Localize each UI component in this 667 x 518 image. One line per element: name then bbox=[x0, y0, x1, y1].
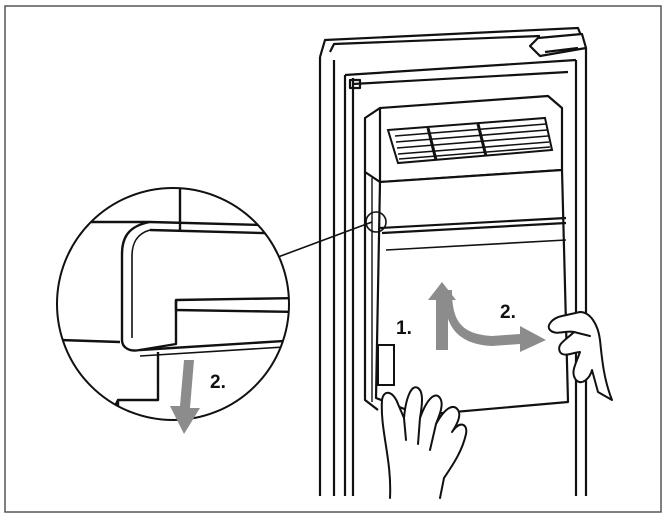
magnified-detail: 2. bbox=[56, 187, 290, 434]
frame-border bbox=[4, 5, 662, 513]
refrigerator-door bbox=[318, 26, 588, 496]
step-2-label: 2. bbox=[500, 302, 516, 323]
panel-latch bbox=[377, 344, 395, 386]
left-hand bbox=[380, 386, 468, 499]
right-hand bbox=[547, 311, 613, 401]
arrows-main bbox=[428, 282, 546, 352]
callout-line bbox=[269, 221, 373, 261]
magnifier-circle bbox=[56, 187, 290, 421]
step-1-label: 1. bbox=[396, 318, 412, 339]
down-arrow-icon bbox=[170, 360, 200, 434]
curved-right-arrow-icon bbox=[444, 290, 546, 352]
detail-step-2-label: 2. bbox=[210, 372, 226, 393]
callout-target-circle bbox=[365, 211, 387, 233]
vent-grille bbox=[386, 116, 554, 165]
